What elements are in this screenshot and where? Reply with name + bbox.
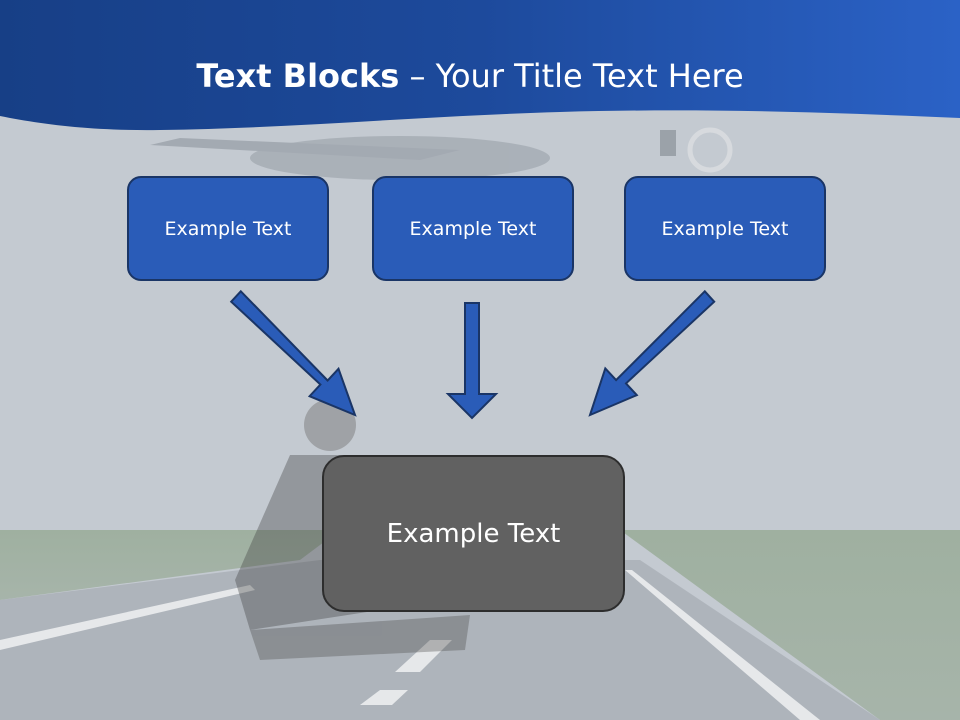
text-block-1-label: Example Text — [164, 217, 292, 240]
slide-title: Text Blocks – Your Title Text Here — [0, 54, 940, 98]
runway-line-left — [0, 585, 255, 650]
text-block-1[interactable]: Example Text — [127, 176, 329, 281]
title-regular-part: – Your Title Text Here — [399, 57, 744, 95]
grass-right — [620, 530, 960, 720]
grass-left — [0, 530, 340, 600]
result-block-label: Example Text — [386, 518, 561, 549]
text-block-2-label: Example Text — [409, 217, 537, 240]
airplane-graphic — [150, 127, 733, 180]
text-block-3-label: Example Text — [661, 217, 789, 240]
text-block-2[interactable]: Example Text — [372, 176, 574, 281]
header-band — [0, 0, 960, 131]
text-block-3[interactable]: Example Text — [624, 176, 826, 281]
title-bold-part: Text Blocks — [196, 57, 400, 95]
result-block[interactable]: Example Text — [322, 455, 625, 612]
runway-line-right — [625, 570, 820, 720]
